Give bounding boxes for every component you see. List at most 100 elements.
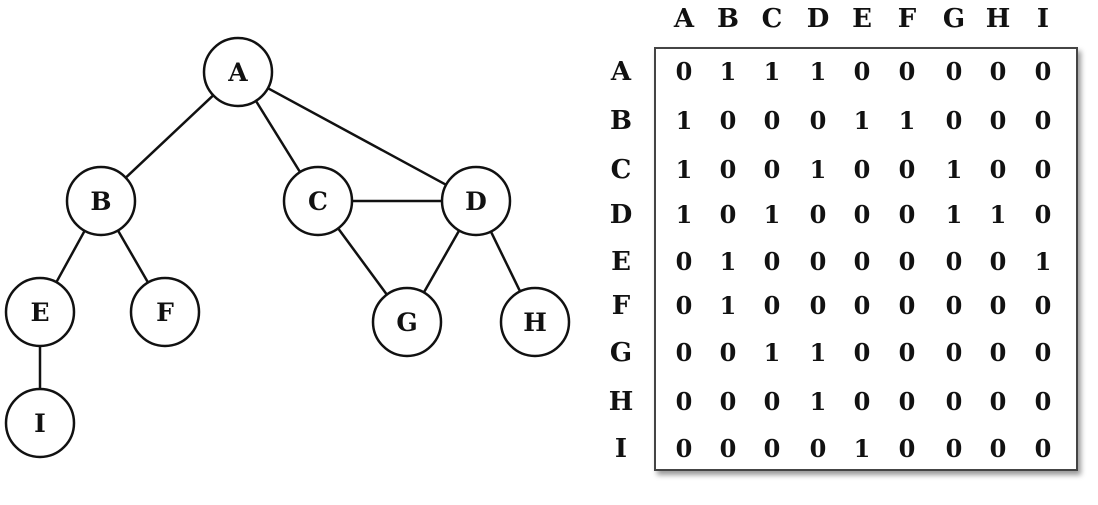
node-label-B: B xyxy=(90,187,111,216)
matrix-cell-A-G: 0 xyxy=(945,57,963,86)
matrix-cell-H-H: 0 xyxy=(989,387,1007,416)
matrix-cell-H-A: 0 xyxy=(675,387,693,416)
matrix-cell-D-B: 0 xyxy=(719,200,737,229)
matrix-cell-H-B: 0 xyxy=(719,387,737,416)
matrix-cell-I-C: 0 xyxy=(763,434,781,463)
node-label-D: D xyxy=(465,187,487,216)
matrix-cell-I-H: 0 xyxy=(989,434,1007,463)
node-F: F xyxy=(129,276,201,348)
matrix-cell-D-H: 1 xyxy=(989,200,1007,229)
edge-B-E xyxy=(55,230,86,283)
matrix-cell-G-D: 1 xyxy=(809,338,827,367)
matrix-cell-E-I: 1 xyxy=(1034,247,1052,276)
matrix-cell-E-G: 0 xyxy=(945,247,963,276)
node-circle-C xyxy=(282,165,354,237)
node-circle-H xyxy=(499,286,571,358)
matrix-cell-I-D: 0 xyxy=(809,434,827,463)
matrix-cell-F-G: 0 xyxy=(945,291,963,320)
matrix-cell-D-C: 1 xyxy=(763,200,781,229)
node-label-F: F xyxy=(156,298,174,327)
node-label-A: A xyxy=(227,58,248,87)
column-header-G: G xyxy=(942,4,966,34)
matrix-cell-G-E: 0 xyxy=(853,338,871,367)
matrix-cell-H-I: 0 xyxy=(1034,387,1052,416)
matrix-cell-A-F: 0 xyxy=(898,57,916,86)
column-header-B: B xyxy=(717,4,739,34)
matrix-cell-H-F: 0 xyxy=(898,387,916,416)
node-circle-F xyxy=(129,276,201,348)
matrix-cell-E-D: 0 xyxy=(809,247,827,276)
matrix-cell-G-B: 0 xyxy=(719,338,737,367)
matrix-cell-H-D: 1 xyxy=(809,387,827,416)
node-G: G xyxy=(371,286,443,358)
row-header-G: G xyxy=(609,338,633,368)
matrix-cell-I-F: 0 xyxy=(898,434,916,463)
matrix-cell-I-I: 0 xyxy=(1034,434,1052,463)
edge-A-D xyxy=(267,87,447,186)
matrix-cell-B-I: 0 xyxy=(1034,106,1052,135)
edge-A-C xyxy=(254,100,302,173)
node-label-G: G xyxy=(396,308,417,337)
matrix-cell-B-E: 1 xyxy=(853,106,871,135)
matrix-cell-G-F: 0 xyxy=(898,338,916,367)
node-circle-E xyxy=(4,276,76,348)
matrix-cell-F-F: 0 xyxy=(898,291,916,320)
matrix-cell-E-C: 0 xyxy=(763,247,781,276)
matrix-cell-I-E: 1 xyxy=(853,434,871,463)
node-label-I: I xyxy=(34,409,46,438)
row-header-D: D xyxy=(609,200,633,230)
matrix-cell-E-A: 0 xyxy=(675,247,693,276)
matrix-cell-C-I: 0 xyxy=(1034,155,1052,184)
node-B: B xyxy=(65,165,137,237)
matrix-cell-F-C: 0 xyxy=(763,291,781,320)
matrix-cell-A-C: 1 xyxy=(763,57,781,86)
matrix-cell-G-H: 0 xyxy=(989,338,1007,367)
node-H: H xyxy=(499,286,571,358)
matrix-cell-C-B: 0 xyxy=(719,155,737,184)
matrix-cell-F-H: 0 xyxy=(989,291,1007,320)
matrix-cell-B-G: 0 xyxy=(945,106,963,135)
matrix-cell-C-G: 1 xyxy=(945,155,963,184)
matrix-cell-A-E: 0 xyxy=(853,57,871,86)
matrix-cell-G-G: 0 xyxy=(945,338,963,367)
matrix-cell-B-H: 0 xyxy=(989,106,1007,135)
matrix-cell-C-H: 0 xyxy=(989,155,1007,184)
column-header-H: H xyxy=(985,4,1011,34)
node-circle-D xyxy=(440,165,512,237)
edge-C-G xyxy=(337,227,388,296)
matrix-cell-G-C: 1 xyxy=(763,338,781,367)
matrix-cell-H-E: 0 xyxy=(853,387,871,416)
column-header-E: E xyxy=(852,4,872,34)
matrix-cell-F-D: 0 xyxy=(809,291,827,320)
node-I: I xyxy=(4,387,76,459)
matrix-cell-B-A: 1 xyxy=(675,106,693,135)
matrix-cell-H-G: 0 xyxy=(945,387,963,416)
column-header-D: D xyxy=(806,4,830,34)
column-header-F: F xyxy=(897,4,917,34)
node-D: D xyxy=(440,165,512,237)
matrix-cell-F-E: 0 xyxy=(853,291,871,320)
node-C: C xyxy=(282,165,354,237)
matrix-cell-E-H: 0 xyxy=(989,247,1007,276)
matrix-cell-I-A: 0 xyxy=(675,434,693,463)
matrix-cell-A-D: 1 xyxy=(809,57,827,86)
row-header-I: I xyxy=(614,434,628,464)
matrix-cell-D-D: 0 xyxy=(809,200,827,229)
column-header-I: I xyxy=(1036,4,1050,34)
matrix-cell-B-B: 0 xyxy=(719,106,737,135)
matrix-cell-D-G: 1 xyxy=(945,200,963,229)
row-header-H: H xyxy=(608,387,634,417)
matrix-cell-G-I: 0 xyxy=(1034,338,1052,367)
node-label-C: C xyxy=(308,187,328,216)
node-circle-I xyxy=(4,387,76,459)
edge-D-G xyxy=(422,229,461,294)
edge-A-B xyxy=(124,94,215,179)
matrix-cell-A-I: 0 xyxy=(1034,57,1052,86)
node-circle-G xyxy=(371,286,443,358)
edge-B-F xyxy=(116,229,150,284)
matrix-cell-E-E: 0 xyxy=(853,247,871,276)
matrix-cell-D-E: 0 xyxy=(853,200,871,229)
node-circle-B xyxy=(65,165,137,237)
